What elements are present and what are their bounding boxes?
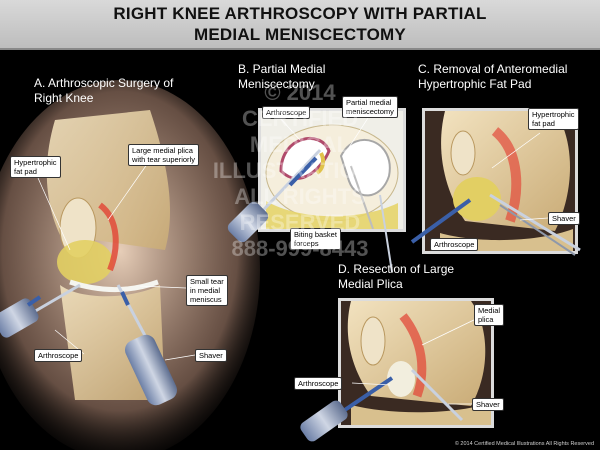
panel-c-fat-pad-label-line-2: fat pad — [532, 119, 555, 128]
panel-d-plica-label-line-1: Medial — [478, 306, 501, 315]
panel-c-frame — [422, 108, 578, 254]
panel-b-meniscus-illustration — [265, 124, 399, 229]
panel-c-heading-line-1: C. Removal of Anteromedial — [418, 62, 568, 76]
panel-d-knee-illustration — [347, 301, 491, 425]
panel-b-arthroscope-label: Arthroscope — [262, 106, 311, 119]
watermark-line-7: 888-999-8443 — [231, 236, 369, 261]
panel-b-meniscectomy-label: Partial medial meniscectomy — [342, 96, 398, 118]
panel-b-forceps-label: Biting basket forceps — [290, 228, 341, 250]
panel-c-shaver-label: Shaver — [548, 212, 580, 225]
panel-a-tear-label-line-2: in medial — [190, 286, 221, 295]
watermark-line-4: ILLUSTRATIONS — [212, 158, 388, 183]
panel-b-heading: B. Partial Medial Meniscectomy — [238, 62, 325, 92]
panel-c-fat-pad-label: Hypertrophic fat pad — [528, 108, 579, 130]
panel-b-frame — [258, 108, 406, 232]
panel-a-tear-label: Small tear in medial meniscus — [186, 275, 228, 306]
panel-a-shaver-label: Shaver — [195, 349, 227, 362]
panel-d-heading-line-1: D. Resection of Large — [338, 262, 455, 276]
panel-a-heading-line-1: A. Arthroscopic Surgery of — [34, 76, 174, 90]
panel-b-heading-line-2: Meniscectomy — [238, 77, 315, 91]
panel-a-fat-pad-label: Hypertrophic fat pad — [10, 156, 61, 178]
panel-d-plica-label: Medial plica — [474, 304, 505, 326]
panel-c-arthroscope-label: Arthroscope — [430, 238, 479, 251]
panel-a-fat-pad-label-line-2: fat pad — [14, 167, 37, 176]
panel-a-heading: A. Arthroscopic Surgery of Right Knee — [34, 76, 173, 106]
panel-a-plica-label-line-2: with tear superiorly — [132, 155, 195, 164]
panel-a-plica-label-line-1: Large medial plica — [132, 146, 193, 155]
watermark-line-1: © 2014 — [264, 80, 336, 105]
panel-b-heading-line-1: B. Partial Medial — [238, 62, 326, 76]
watermark-line-3: MEDICAL — [249, 132, 351, 157]
title-bar: RIGHT KNEE ARTHROSCOPY WITH PARTIAL MEDI… — [0, 0, 600, 50]
panel-b-forceps-label-line-1: Biting basket — [294, 230, 337, 239]
panel-c-heading: C. Removal of Anteromedial Hypertrophic … — [418, 62, 567, 92]
copyright-watermark: © 2014 CERTIFIED MEDICAL ILLUSTRATIONS A… — [200, 80, 400, 262]
panel-d-heading-line-2: Medial Plica — [338, 277, 403, 291]
title-line-1: RIGHT KNEE ARTHROSCOPY WITH PARTIAL — [113, 4, 487, 23]
panel-c-heading-line-2: Hypertrophic Fat Pad — [418, 77, 532, 91]
panel-b-meniscectomy-label-line-1: Partial medial — [346, 98, 392, 107]
title-line-2: MEDIAL MENISCECTOMY — [194, 25, 406, 44]
panel-d-frame — [338, 298, 494, 428]
panel-d-plica-label-line-2: plica — [478, 315, 494, 324]
panel-a-plica-label: Large medial plica with tear superiorly — [128, 144, 199, 166]
panel-a-tear-label-line-1: Small tear — [190, 277, 224, 286]
panel-a-fat-pad-label-line-1: Hypertrophic — [14, 158, 57, 167]
watermark-line-2: CERTIFIED — [241, 106, 359, 131]
panel-a-shaver — [116, 284, 178, 406]
panel-d-shaver-label: Shaver — [472, 398, 504, 411]
panel-a-tear-label-line-3: meniscus — [190, 295, 222, 304]
watermark-line-5: ALL RIGHTS — [234, 184, 366, 209]
watermark-line-6: RESERVED — [239, 210, 361, 235]
panel-d-heading: D. Resection of Large Medial Plica — [338, 262, 454, 292]
panel-a-arthroscope-label: Arthroscope — [34, 349, 83, 362]
panel-b-meniscectomy-label-line-2: meniscectomy — [346, 107, 394, 116]
panel-a-arthroscope — [0, 283, 81, 338]
panel-d-arthroscope-label: Arthroscope — [294, 377, 343, 390]
panel-c-fat-pad-label-line-1: Hypertrophic — [532, 110, 575, 119]
copyright-footer: © 2014 Certified Medical Illustrations A… — [454, 441, 594, 447]
panel-a-heading-line-2: Right Knee — [34, 91, 94, 105]
panel-b-forceps-label-line-2: forceps — [294, 239, 319, 248]
